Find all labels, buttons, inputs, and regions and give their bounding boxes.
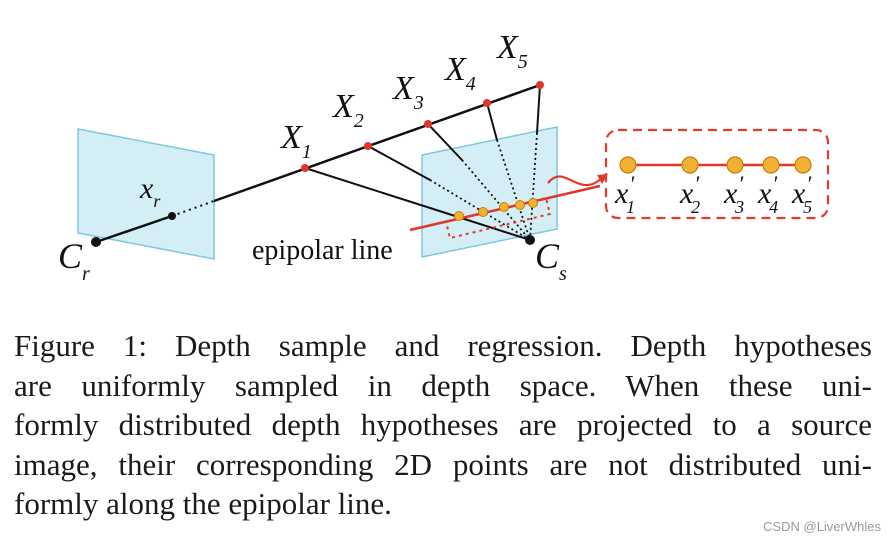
projection-ray-4 bbox=[486, 102, 498, 141]
caption-line-3: formly distributed depth hypotheses are … bbox=[14, 407, 872, 442]
label-epipolar-line: epipolar line bbox=[252, 235, 393, 266]
caption-line-5: formly along the epipolar line. bbox=[14, 486, 392, 521]
label-xprime-1: x′1 bbox=[614, 171, 635, 217]
caption-line-2: are uniformly sampled in depth space. Wh… bbox=[14, 367, 872, 403]
projection-rays bbox=[304, 84, 541, 241]
label-xprime-2: x′2 bbox=[679, 171, 700, 217]
depth-point-3 bbox=[424, 120, 432, 128]
depth-sampling-figure: X1 X2 X3 X4 X5 xr Cr Cs epipolar line x′… bbox=[58, 29, 830, 285]
projection-ray-1-inner bbox=[426, 206, 531, 241]
caption-line-4: image, their corresponding 2D points are… bbox=[14, 446, 872, 482]
zoom-point-5 bbox=[794, 156, 812, 174]
label-xprime-4: x′4 bbox=[757, 171, 778, 217]
caption-line-1: Figure 1: Depth sample and regression. D… bbox=[14, 328, 872, 363]
projected-points bbox=[454, 198, 538, 221]
label-camera-src: Cs bbox=[535, 236, 567, 285]
projection-ray-3 bbox=[427, 123, 463, 161]
label-X5: X5 bbox=[495, 29, 528, 73]
depth-point-5 bbox=[536, 81, 544, 89]
depth-point-2 bbox=[364, 142, 372, 150]
zoom-box bbox=[604, 128, 830, 220]
watermark: CSDN @LiverWhles bbox=[763, 519, 881, 534]
zoom-point-2 bbox=[681, 156, 699, 174]
source-camera-center bbox=[525, 235, 535, 245]
zoom-point-4 bbox=[762, 156, 780, 174]
reference-ray-dotted bbox=[171, 200, 215, 217]
reference-ray-segment bbox=[95, 214, 173, 244]
projected-points-highlight bbox=[444, 196, 552, 240]
projected-point-1 bbox=[454, 211, 464, 221]
zoom-points bbox=[619, 156, 812, 174]
figure-caption: Figure 1: Depth sample and regression. D… bbox=[14, 326, 872, 524]
label-X2: X2 bbox=[331, 88, 364, 132]
label-xprime-3: x′3 bbox=[723, 171, 744, 217]
reference-pixel-point bbox=[168, 212, 176, 220]
projected-point-5 bbox=[528, 198, 538, 208]
label-reference-pixel: xr bbox=[139, 172, 161, 211]
depth-hypotheses bbox=[301, 81, 544, 172]
depth-point-1 bbox=[301, 164, 309, 172]
zoom-arrow bbox=[547, 175, 603, 187]
zoom-point-labels: x′1 x′2 x′3 x′4 x′5 bbox=[614, 171, 812, 217]
zoom-point-3 bbox=[726, 156, 744, 174]
reference-camera-center bbox=[91, 237, 101, 247]
source-image-plane bbox=[421, 126, 558, 258]
projection-ray-1 bbox=[304, 167, 428, 208]
label-camera-ref: Cr bbox=[58, 236, 90, 285]
zoom-point-1 bbox=[619, 156, 637, 174]
depth-point-labels: X1 X2 X3 X4 X5 bbox=[279, 29, 528, 163]
label-X3: X3 bbox=[391, 70, 424, 114]
depth-point-4 bbox=[483, 99, 491, 107]
projection-ray-2 bbox=[367, 145, 431, 181]
label-X1: X1 bbox=[279, 119, 312, 163]
projected-point-3 bbox=[499, 202, 509, 212]
label-xprime-5: x′5 bbox=[791, 171, 812, 217]
projection-ray-5 bbox=[536, 84, 541, 134]
projected-point-4 bbox=[515, 200, 525, 210]
reference-image-plane bbox=[77, 128, 215, 260]
projected-point-2 bbox=[478, 207, 488, 217]
label-X4: X4 bbox=[443, 51, 476, 95]
